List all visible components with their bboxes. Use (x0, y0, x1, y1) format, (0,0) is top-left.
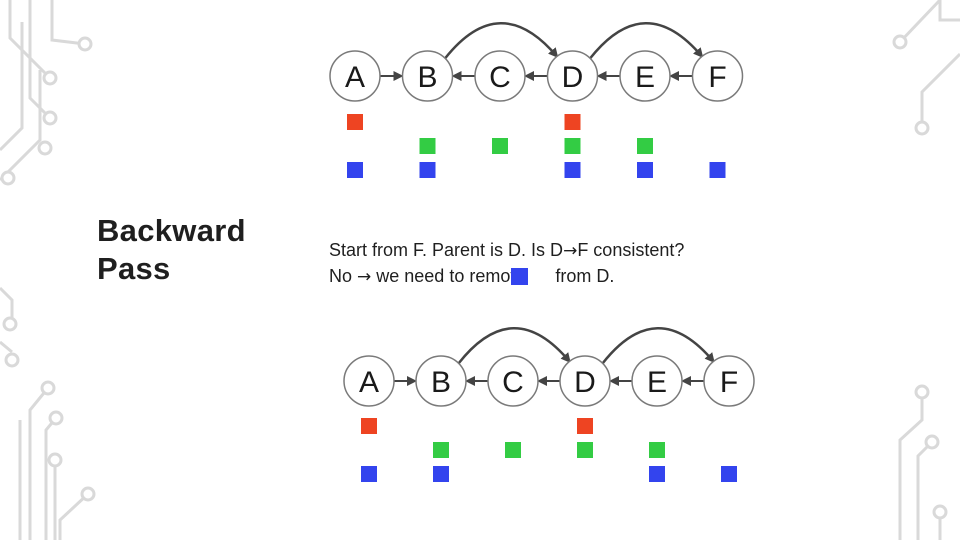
domain-value-blue (564, 162, 581, 178)
variable-node-b (415, 355, 467, 407)
circuit-node-dot (42, 70, 58, 86)
domain-value-green (577, 442, 593, 458)
variable-label-b: B (431, 366, 451, 399)
curved-edge-arrow (457, 327, 571, 365)
explanation-text: Start from F. Parent is D. Is D→F consis… (329, 238, 769, 290)
circuit-node-dot (932, 504, 948, 520)
circuit-trace (898, 392, 924, 540)
variable-label-e: E (647, 366, 667, 399)
circuit-trace (28, 387, 50, 540)
explanation-line-2: No → we need to remov from D. (329, 264, 769, 290)
variable-node-b (401, 50, 454, 102)
variable-node-f (691, 50, 744, 102)
slide-title: Backward Pass (97, 212, 287, 288)
circuit-node-dot (37, 140, 53, 156)
variable-node-e (619, 50, 671, 102)
right-arrow-icon: → (357, 267, 372, 287)
variable-node-d (559, 355, 611, 407)
circuit-trace (920, 52, 960, 128)
domain-value-green (505, 442, 521, 458)
circuit-node-dot (914, 384, 930, 400)
domain-value-blue (419, 162, 436, 178)
circuit-trace (8, 0, 52, 80)
circuit-trace (0, 286, 14, 320)
variable-node-c (487, 355, 539, 407)
variable-node-c (474, 50, 526, 102)
variable-label-c: C (502, 366, 524, 399)
circuit-trace (50, 0, 86, 46)
circuit-trace (0, 70, 42, 182)
blue-value-chip (511, 268, 529, 285)
circuit-node-dot (77, 36, 93, 52)
domain-value-red (564, 114, 581, 130)
circuit-node-dot (48, 410, 64, 426)
variable-node-a (329, 50, 381, 102)
circuit-node-dot (924, 434, 940, 450)
circuit-trace (898, 0, 942, 44)
variable-label-a: A (345, 61, 365, 94)
domain-value-blue (649, 466, 665, 482)
circuit-trace (0, 340, 13, 354)
domain-value-green (649, 442, 665, 458)
variable-label-f: F (720, 366, 738, 399)
circuit-node-dot (47, 452, 63, 468)
csp-diagram-1: A B C D E F (329, 22, 744, 178)
circuit-node-dot (40, 380, 56, 396)
variable-node-e (631, 355, 683, 407)
variable-label-f: F (708, 61, 726, 94)
circuit-node-dot (42, 110, 58, 126)
variable-label-b: B (417, 61, 437, 94)
curved-edge-arrow (589, 22, 704, 60)
domain-value-green (492, 138, 508, 154)
domain-value-red (577, 418, 593, 434)
circuit-trace (58, 492, 90, 540)
domain-value-blue (361, 466, 377, 482)
variable-label-c: C (489, 61, 511, 94)
domain-value-green (433, 442, 449, 458)
line1-end: F consistent? (577, 240, 685, 260)
variable-node-d (546, 50, 599, 102)
domain-value-red (361, 418, 377, 434)
circuit-trace (938, 0, 960, 22)
right-arrow-icon: → (563, 241, 578, 261)
circuit-node-dot (2, 316, 18, 332)
domain-value-green (419, 138, 436, 154)
domain-value-blue (721, 466, 737, 482)
line2-end: from D. (555, 266, 615, 286)
variable-node-a (343, 355, 395, 407)
line1-start: Start from F. Parent is D. Is D (329, 240, 564, 260)
csp-diagram-2: A B C D E F (343, 327, 755, 482)
domain-value-blue (347, 162, 363, 178)
title-line-2: Pass (97, 251, 171, 286)
variable-label-a: A (359, 366, 379, 399)
variable-label-d: D (574, 366, 596, 399)
curved-edge-arrow (444, 22, 559, 60)
variable-label-e: E (635, 61, 655, 94)
circuit-node-dot (4, 352, 20, 368)
domain-value-red (347, 114, 363, 130)
line2-middle: we need to remov (371, 266, 520, 286)
domain-value-blue (433, 466, 449, 482)
explanation-line-1: Start from F. Parent is D. Is D→F consis… (329, 238, 769, 264)
circuit-trace (28, 0, 52, 120)
title-line-1: Backward (97, 213, 246, 248)
domain-value-green (637, 138, 653, 154)
variable-node-f (703, 355, 755, 407)
circuit-node-dot (892, 34, 908, 50)
domain-value-blue (637, 162, 653, 178)
circuit-node-dot (80, 486, 96, 502)
domain-value-green (564, 138, 581, 154)
curved-edge-arrow (601, 327, 715, 365)
circuit-node-dot (914, 120, 930, 136)
line2-start: No (329, 266, 358, 286)
circuit-trace (0, 22, 24, 152)
variable-label-d: D (562, 61, 584, 94)
circuit-node-dot (0, 170, 16, 186)
domain-value-blue (709, 162, 726, 178)
